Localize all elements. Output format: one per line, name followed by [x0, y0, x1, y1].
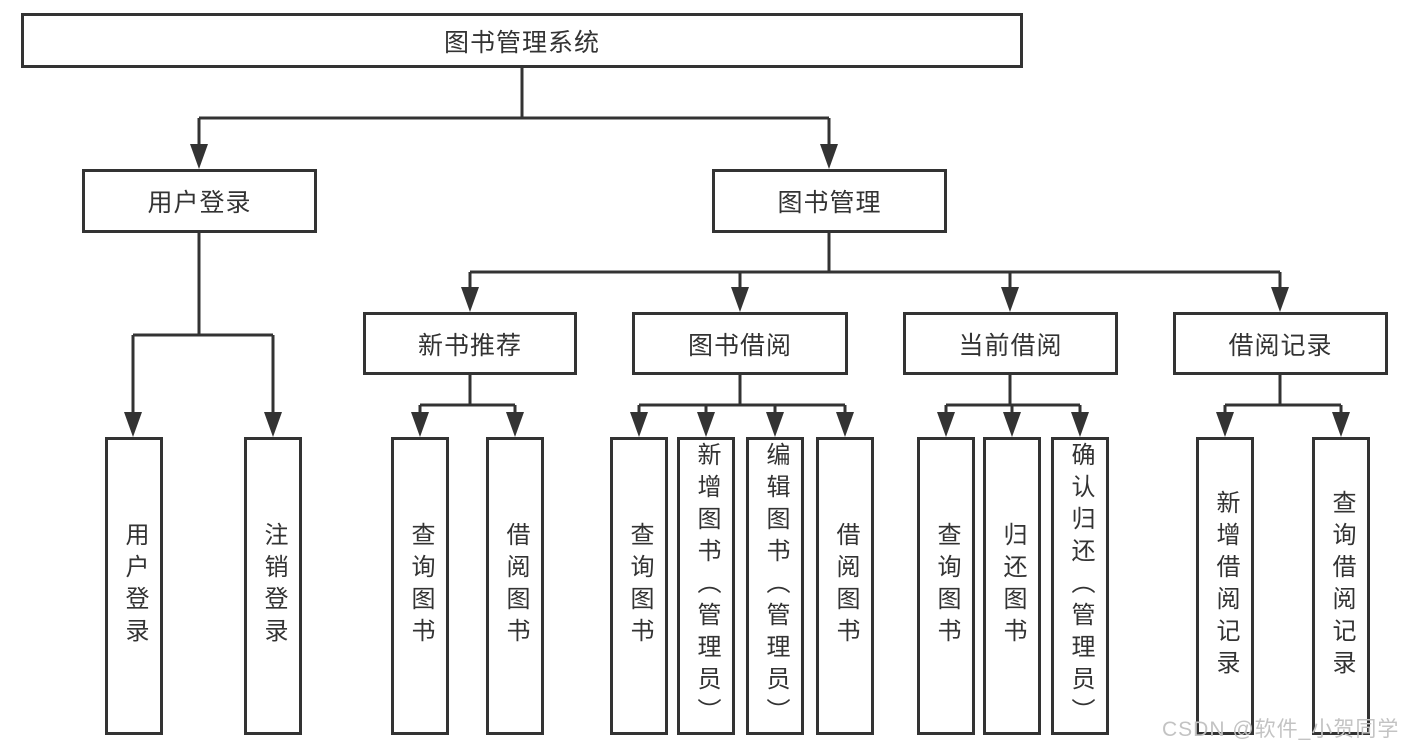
arrowhead: [697, 412, 715, 437]
connector-book-borrow-split: [637, 375, 847, 414]
leaf-borrow-query-books-label: 查询图书: [626, 522, 653, 650]
connector-book-management-split: [468, 233, 1282, 289]
node-book-borrow-label: 图书借阅: [687, 331, 792, 360]
node-book-management: 图书管理: [712, 169, 947, 233]
leaf-recommend-query-books: 查询图书: [391, 437, 449, 735]
connector-new-book-split: [418, 375, 517, 414]
leaf-records-query-record-label: 查询借阅记录: [1328, 490, 1355, 682]
arrowhead: [506, 412, 524, 437]
node-new-book-recommend: 新书推荐: [363, 312, 577, 375]
arrowhead: [461, 287, 479, 312]
node-library-system: 图书管理系统: [21, 13, 1023, 68]
leaf-user-login: 用户登录: [105, 437, 163, 735]
leaf-current-confirm-return-admin: 确认归还（管理员）: [1051, 437, 1109, 735]
arrowhead: [766, 412, 784, 437]
arrowhead: [1271, 287, 1289, 312]
leaf-borrow-add-books-admin-label: 新增图书（管理员）: [693, 442, 720, 730]
node-borrow-records-label: 借阅记录: [1228, 331, 1333, 360]
leaf-records-add-record: 新增借阅记录: [1196, 437, 1254, 735]
leaf-current-query-books-label: 查询图书: [933, 522, 960, 650]
leaf-borrow-edit-books-admin: 编辑图书（管理员）: [746, 437, 804, 735]
connector-borrow-records-split: [1223, 375, 1343, 414]
leaf-borrow-add-books-admin: 新增图书（管理员）: [677, 437, 735, 735]
node-user-login: 用户登录: [82, 169, 317, 233]
arrowheads: [124, 144, 1350, 437]
node-current-borrow-label: 当前借阅: [958, 331, 1063, 360]
leaf-records-add-record-label: 新增借阅记录: [1212, 490, 1239, 682]
arrowhead: [411, 412, 429, 437]
leaf-logout-login: 注销登录: [244, 437, 302, 735]
watermark: CSDN @软件_小贺同学: [1162, 718, 1400, 741]
leaf-current-query-books: 查询图书: [917, 437, 975, 735]
arrowhead: [1071, 412, 1089, 437]
node-user-login-label: 用户登录: [147, 189, 252, 217]
arrowhead: [731, 287, 749, 312]
leaf-logout-login-label: 注销登录: [260, 522, 287, 650]
leaf-records-query-record: 查询借阅记录: [1312, 437, 1370, 735]
node-book-borrow: 图书借阅: [632, 312, 848, 375]
leaf-borrow-query-books: 查询图书: [610, 437, 668, 735]
leaf-borrow-borrow-books: 借阅图书: [816, 437, 874, 735]
leaf-borrow-edit-books-admin-label: 编辑图书（管理员）: [762, 442, 789, 730]
arrowhead: [1216, 412, 1234, 437]
node-new-book-recommend-label: 新书推荐: [417, 331, 522, 360]
node-borrow-records: 借阅记录: [1173, 312, 1388, 375]
arrowhead: [264, 412, 282, 437]
node-current-borrow: 当前借阅: [903, 312, 1118, 375]
arrowhead: [1003, 412, 1021, 437]
arrowhead: [124, 412, 142, 437]
connector-current-borrow-split: [944, 375, 1082, 414]
node-book-management-label: 图书管理: [777, 189, 882, 217]
leaf-current-return-books: 归还图书: [983, 437, 1041, 735]
leaf-recommend-query-books-label: 查询图书: [407, 522, 434, 650]
leaf-recommend-borrow-books: 借阅图书: [486, 437, 544, 735]
leaf-user-login-label: 用户登录: [121, 522, 148, 650]
arrowhead: [1001, 287, 1019, 312]
arrowhead: [630, 412, 648, 437]
arrowhead: [937, 412, 955, 437]
node-library-system-label: 图书管理系统: [443, 28, 600, 57]
leaf-borrow-borrow-books-label: 借阅图书: [832, 522, 859, 650]
leaf-recommend-borrow-books-label: 借阅图书: [502, 522, 529, 650]
arrowhead: [1332, 412, 1350, 437]
connector-user-login-split: [131, 233, 275, 414]
arrowhead: [836, 412, 854, 437]
leaf-current-confirm-return-admin-label: 确认归还（管理员）: [1067, 442, 1094, 730]
leaf-current-return-books-label: 归还图书: [999, 522, 1026, 650]
arrowhead: [820, 144, 838, 169]
arrowhead: [190, 144, 208, 169]
connector-root-split: [197, 68, 831, 146]
